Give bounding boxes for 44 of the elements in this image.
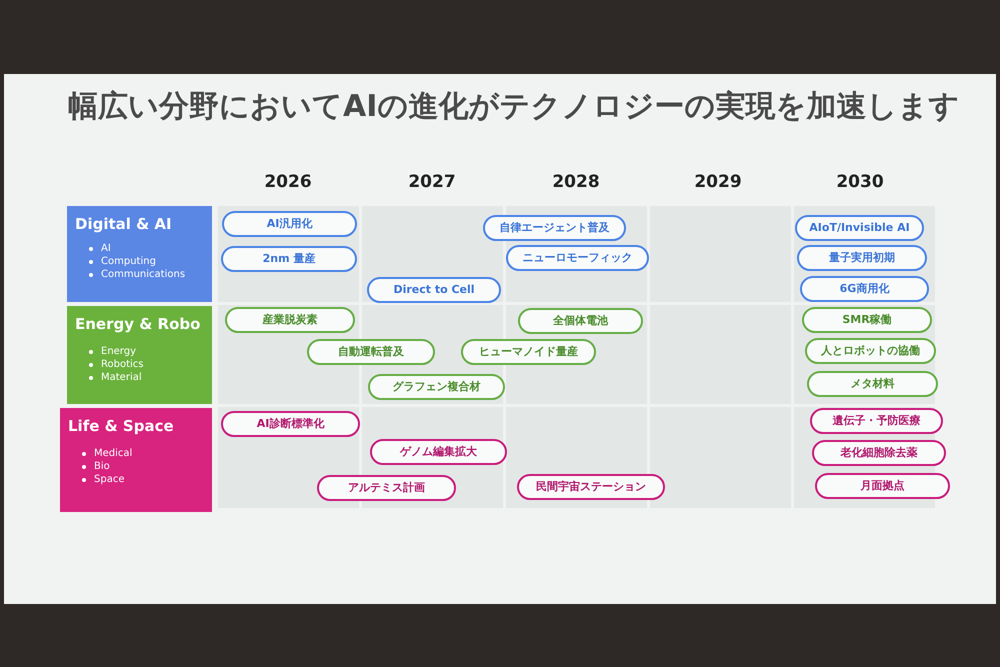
category-heading: Energy & Robo: [75, 314, 200, 334]
milestone-tag: グラフェン複合材: [368, 374, 505, 400]
category-panel: [67, 206, 212, 302]
year-heading: 2027: [407, 171, 457, 193]
year-heading: 2029: [693, 171, 743, 193]
milestone-tag: 遺伝子・予防医療: [810, 408, 943, 434]
bullet-text: Energy: [101, 345, 136, 358]
category-heading: Life & Space: [68, 416, 174, 436]
milestone-tag: 老化細胞除去薬: [812, 440, 946, 466]
milestone-tag: アルテミス計画: [317, 475, 456, 501]
milestone-tag: 6G商用化: [800, 276, 929, 302]
milestone-tag: 月面拠点: [815, 473, 950, 499]
category-heading: Digital & AI: [75, 214, 172, 234]
milestone-tag: ゲノム編集拡大: [370, 439, 507, 465]
milestone-tag: ヒューマノイド量産: [461, 339, 596, 365]
bullet-text: AI: [101, 242, 111, 255]
milestone-tag: ニューロモーフィック: [506, 245, 649, 271]
bullet-text: Communications: [101, 268, 186, 281]
bullet-text: Computing: [101, 255, 156, 268]
milestone-tag: 民間宇宙ステーション: [517, 474, 665, 500]
milestone-tag: 自動運転普及: [307, 339, 435, 365]
milestone-tag: SMR稼働: [802, 307, 932, 333]
milestone-tag: AI汎用化: [222, 211, 357, 237]
milestone-tag: 産業脱炭素: [225, 307, 355, 333]
milestone-tag: Direct to Cell: [367, 277, 501, 303]
milestone-tag: 人とロボットの協働: [805, 338, 936, 364]
slide-title: 幅広い分野においてAIの進化がテクノロジーの実現を加速します: [68, 89, 960, 125]
bullet-text: Robotics: [101, 358, 144, 371]
milestone-tag: 自律エージェント普及: [483, 215, 626, 241]
category-panel: [67, 306, 212, 404]
milestone-tag: AIoT/Invisible AI: [795, 215, 924, 241]
milestone-tag: 2nm 量産: [221, 246, 357, 272]
bullet-text: Material: [101, 371, 142, 384]
year-heading: 2030: [835, 171, 885, 193]
bullet-text: Bio: [94, 460, 110, 473]
year-heading: 2028: [551, 171, 601, 193]
bullet-text: Space: [94, 473, 124, 486]
milestone-tag: メタ材料: [807, 371, 938, 397]
milestone-tag: 量子実用初期: [797, 245, 927, 271]
year-heading: 2026: [263, 171, 313, 193]
milestone-tag: AI診断標準化: [221, 411, 360, 437]
category-panel: [60, 408, 212, 512]
milestone-tag: 全個体電池: [518, 308, 643, 334]
bullet-text: Medical: [94, 447, 132, 460]
